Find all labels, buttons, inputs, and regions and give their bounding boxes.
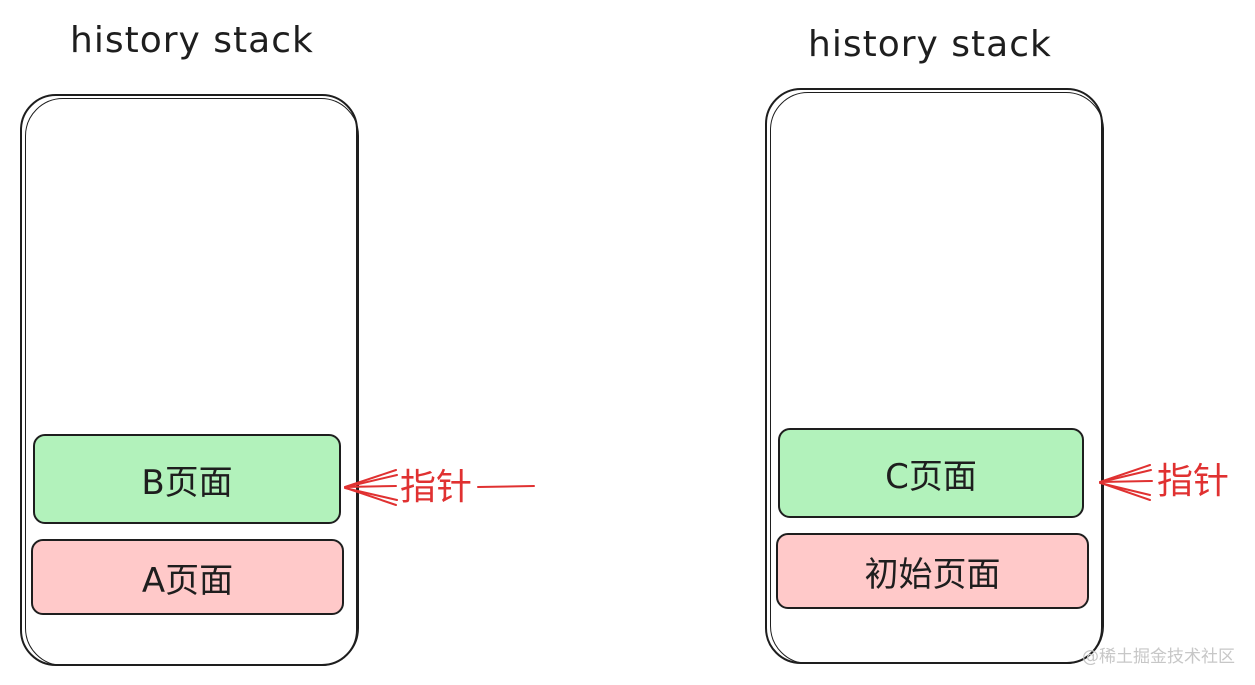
right-frame-c-label: C页面 xyxy=(885,456,977,497)
left-frame-a-page: A页面 xyxy=(31,539,344,615)
left-pointer-label: 指针 xyxy=(400,467,473,508)
left-stack-title: history stack xyxy=(70,20,314,61)
right-pointer-label: 指针 xyxy=(1157,461,1230,502)
left-frame-b-page: B页面 xyxy=(33,434,341,524)
right-frame-c-page: C页面 xyxy=(778,428,1084,518)
watermark: @稀土掘金技术社区 xyxy=(1082,647,1235,667)
right-frame-initial-page: 初始页面 xyxy=(776,533,1089,609)
right-pointer-arrow-icon xyxy=(1099,464,1153,501)
left-frame-b-label: B页面 xyxy=(141,462,233,503)
left-frame-a-label: A页面 xyxy=(141,560,234,601)
right-stack-title: history stack xyxy=(808,24,1052,65)
right-frame-initial-label: 初始页面 xyxy=(864,554,1001,595)
